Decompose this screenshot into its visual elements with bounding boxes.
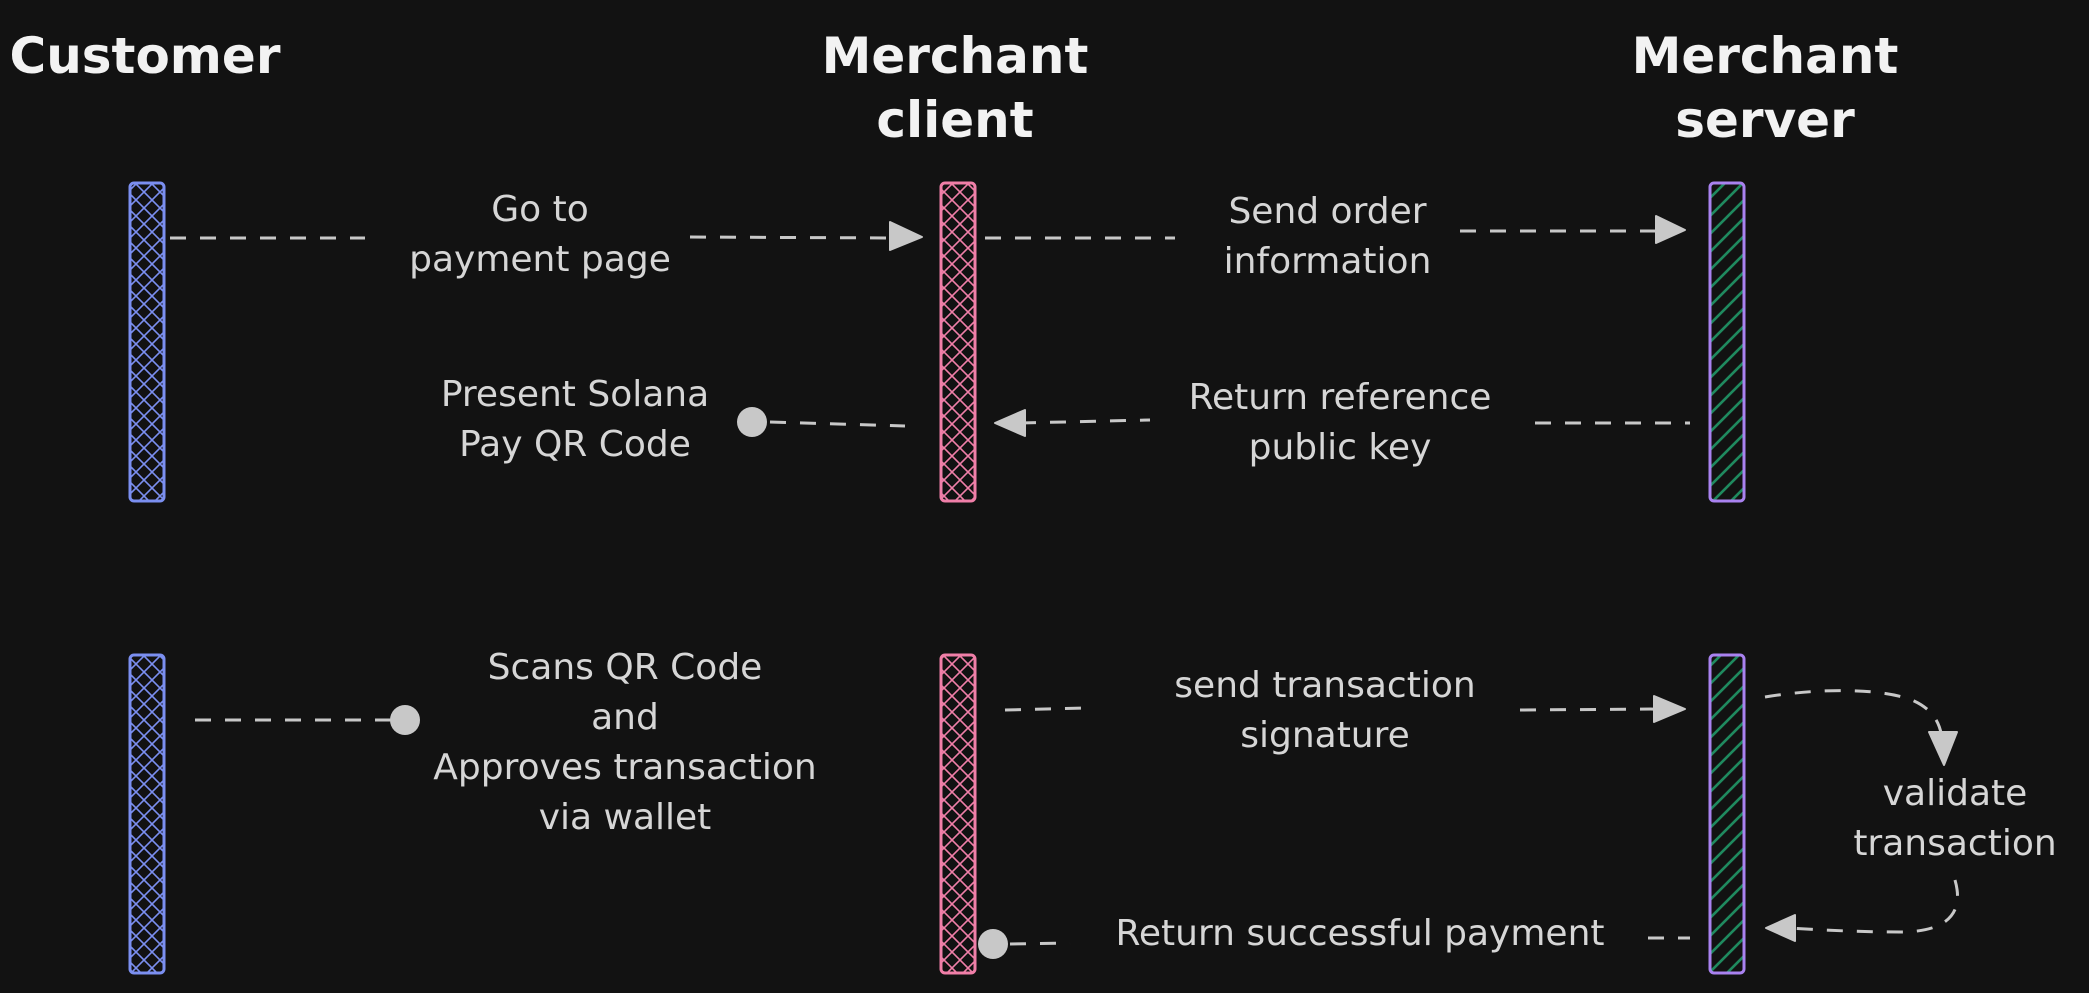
go-to-payment-arrowhead [889, 221, 923, 251]
label-validate: validate transaction [1853, 773, 2057, 864]
return-success-dot [978, 929, 1008, 959]
label-return-success: Return successful payment [1115, 913, 1605, 954]
actor-merchant-client: Merchant client [821, 27, 1089, 149]
label-send-order: Send order information [1223, 191, 1432, 282]
return-reference-arrow-line-b [1019, 418, 1151, 425]
label-present-qr: Present Solana Pay QR Code [440, 374, 710, 465]
present-qr-dot [737, 407, 767, 437]
label-scans-qr: Scans QR Code and Approves transaction v… [433, 647, 817, 838]
merchant-server-activation-top [1708, 181, 1746, 503]
validate-loop-line-bottom [1789, 879, 1960, 934]
return-reference-arrowhead [994, 409, 1026, 437]
merchant-client-activation-bottom [939, 653, 977, 975]
go-to-payment-arrow-line-b [689, 235, 896, 240]
return-success-line-b [1009, 941, 1071, 946]
merchant-client-activation-top [939, 181, 977, 503]
label-return-reference: Return reference public key [1188, 377, 1492, 468]
send-order-arrowhead [1655, 215, 1686, 244]
actor-merchant-server: Merchant server [1631, 27, 1899, 149]
actor-customer: Customer [9, 27, 281, 85]
present-qr-arrow-line [769, 420, 906, 428]
scans-qr-dot [390, 705, 420, 735]
customer-activation-top [128, 181, 166, 503]
return-success-arrowhead [1765, 914, 1796, 942]
validate-arrowhead [1928, 731, 1958, 766]
validate-loop-line-top [1764, 689, 1944, 739]
label-go-to-payment: Go to payment page [409, 189, 671, 280]
send-signature-arrowhead [1653, 695, 1686, 723]
label-send-signature: send transaction signature [1174, 665, 1476, 756]
customer-activation-bottom [128, 653, 166, 975]
merchant-server-activation-bottom [1708, 653, 1746, 975]
send-signature-arrow-line-a [1004, 706, 1086, 712]
send-signature-arrow-line-b [1519, 707, 1661, 712]
